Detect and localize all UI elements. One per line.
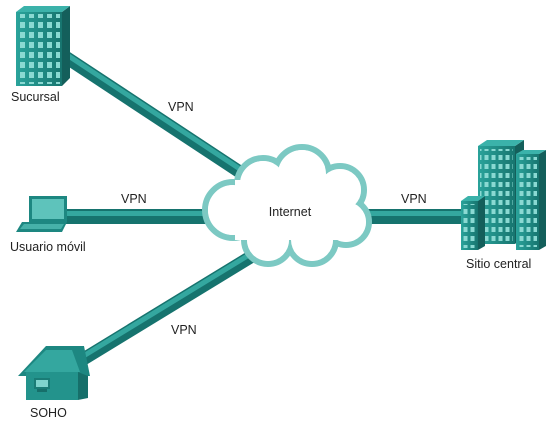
vpn-label-usuario-movil: VPN [121,192,147,206]
cloud-icon [202,144,372,267]
headquarters-buildings-icon [461,140,546,250]
usuario-movil-label: Usuario móvil [10,240,86,254]
soho-label: SOHO [30,406,67,420]
vpn-label-sitio-central: VPN [401,192,427,206]
link-usuario-movil [50,209,220,224]
house-icon [18,346,90,400]
link-sitio-central [360,209,470,224]
vpn-label-sucursal: VPN [168,100,194,114]
vpn-label-soho: VPN [171,323,197,337]
cloud-label: Internet [269,205,312,219]
link-soho [65,243,269,373]
link-sucursal [51,45,259,187]
laptop-icon [16,196,67,232]
sucursal-label: Sucursal [11,90,60,104]
office-building-icon [16,6,70,86]
sitio-central-label: Sitio central [466,257,531,271]
